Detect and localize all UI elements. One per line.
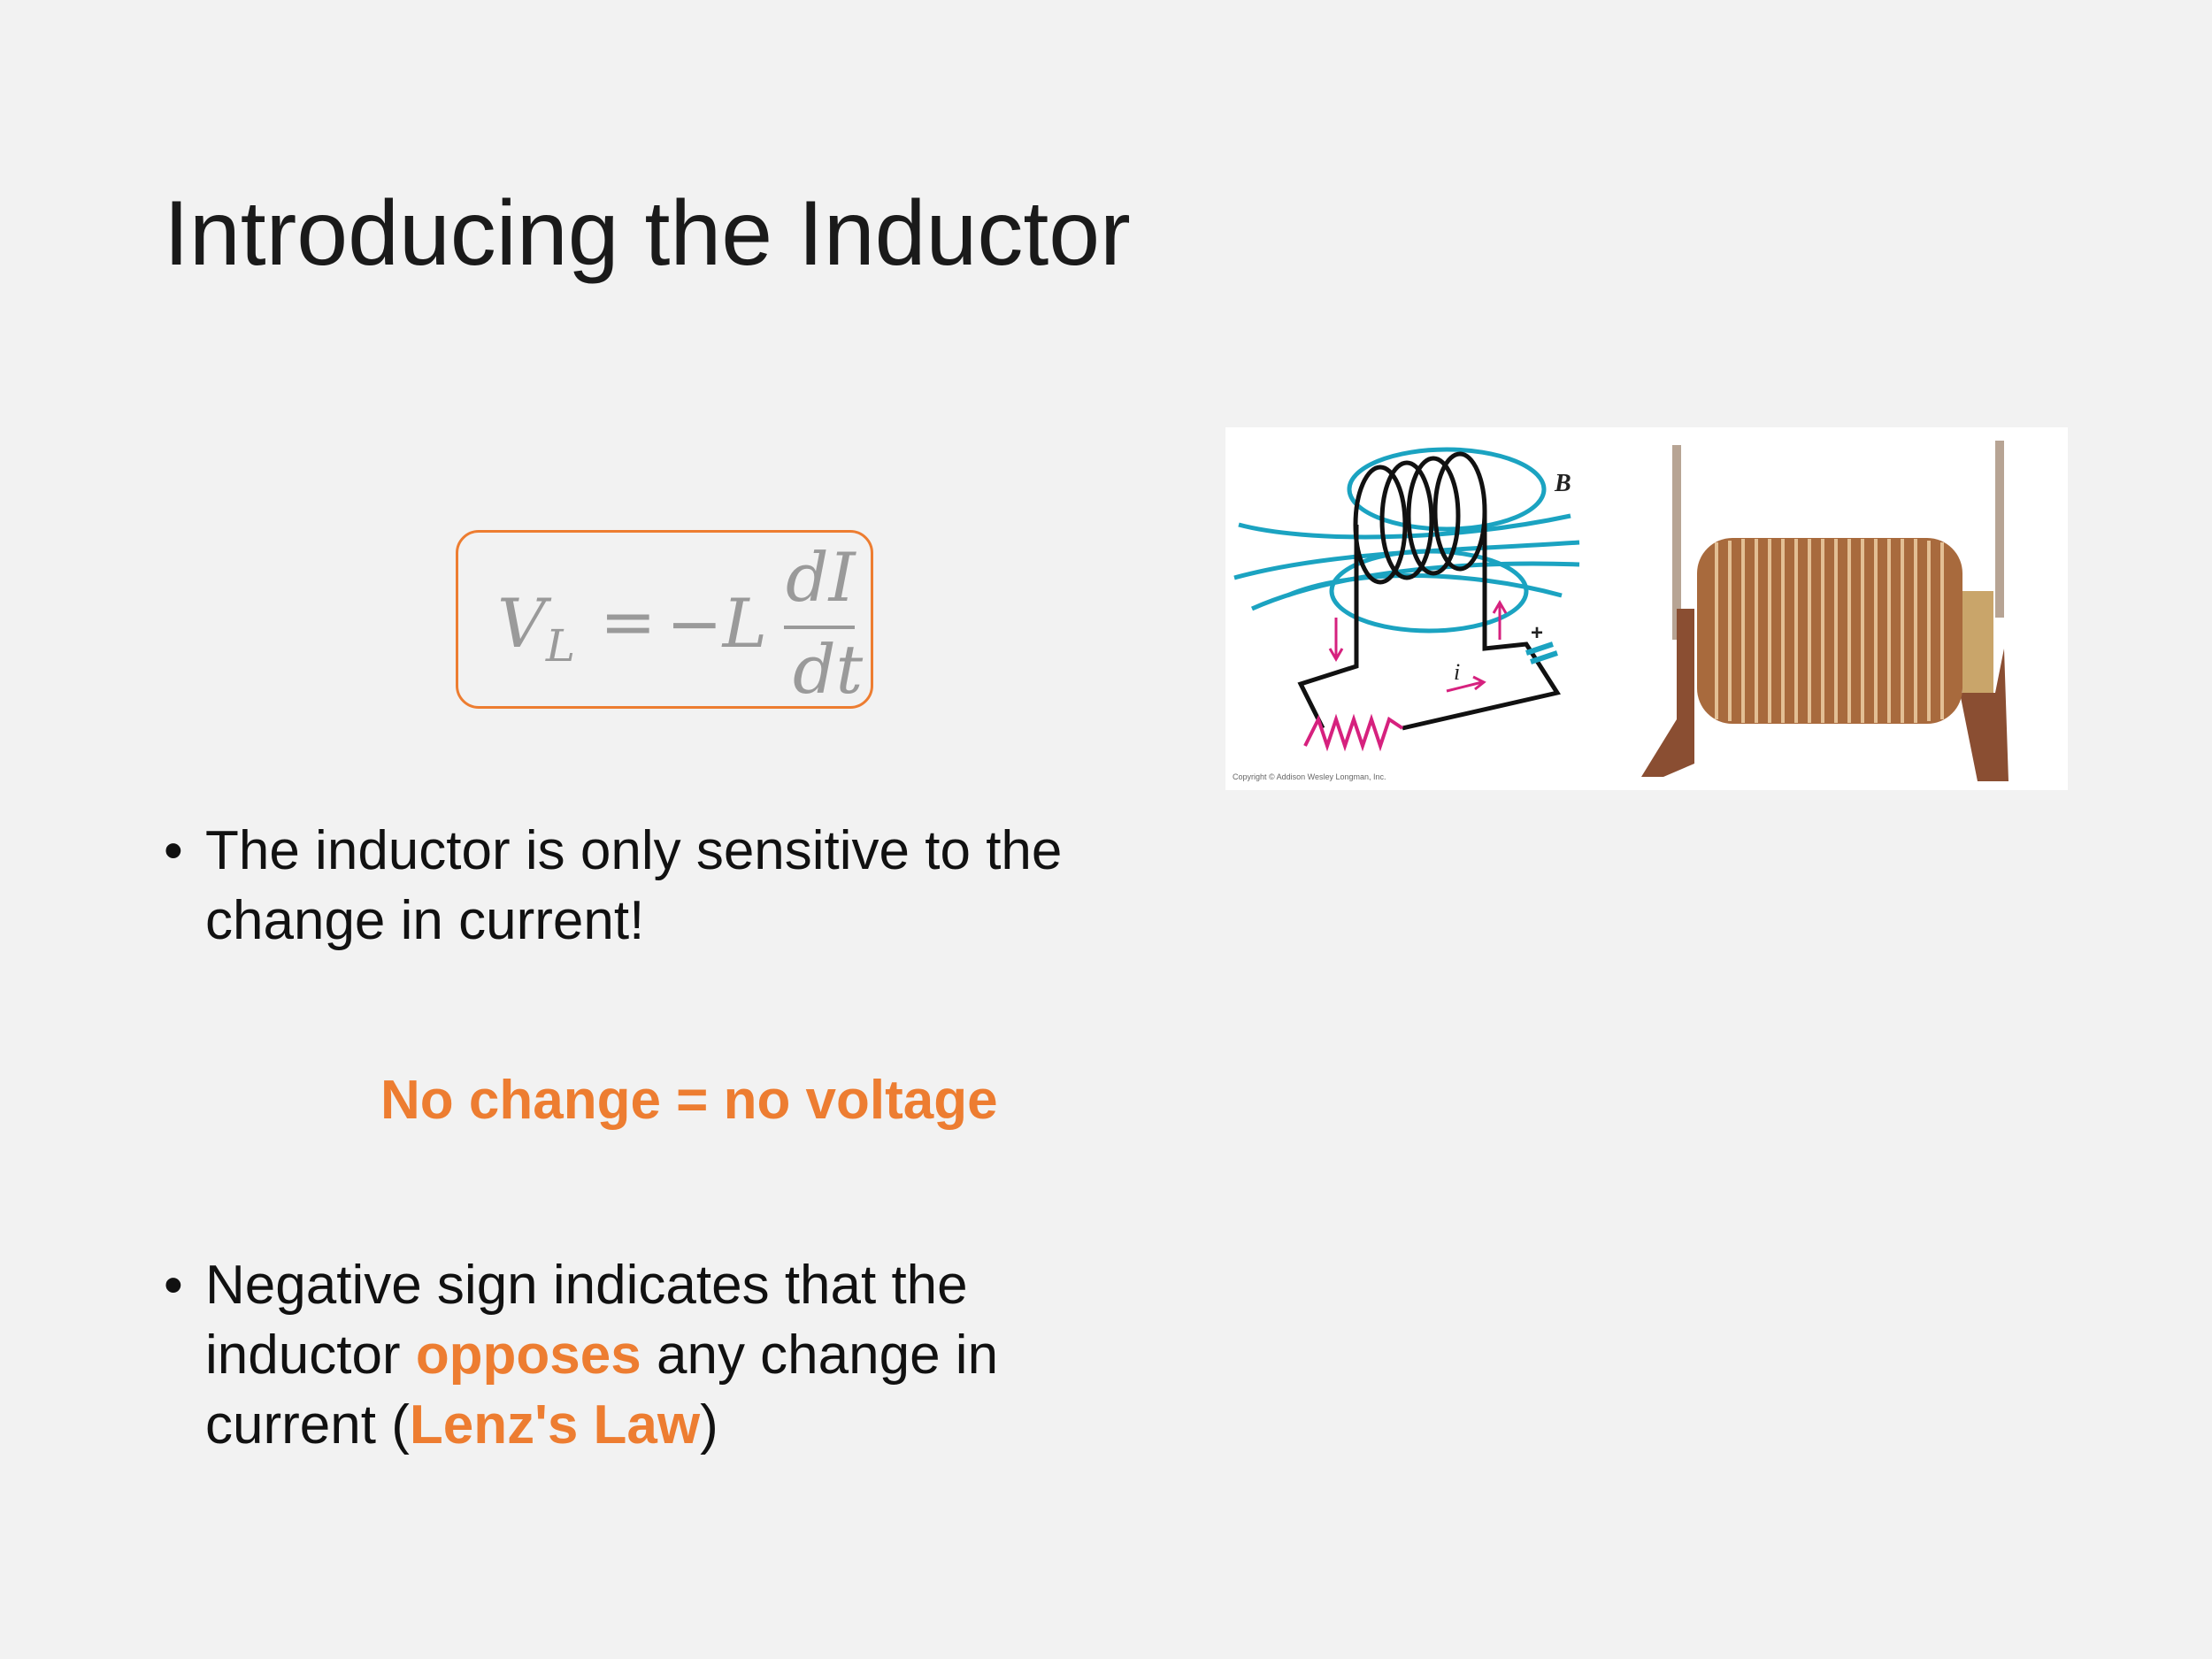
slide-title: Introducing the Inductor — [164, 182, 1131, 285]
formula-minus-l: −L — [666, 584, 768, 663]
formula-subscript: L — [545, 620, 576, 672]
inductor-coil-photo — [1641, 441, 2008, 781]
inductor-voltage-formula: VL = −L dI dt — [485, 533, 874, 710]
formula-denominator: dt — [793, 630, 864, 709]
formula-v: V — [497, 584, 546, 663]
solenoid-circuit-diagram: B i + — [1233, 441, 2008, 781]
text-part: ) — [700, 1394, 718, 1455]
bullet-text: Negative sign indicates that the inducto… — [205, 1250, 1090, 1460]
fraction-bar — [784, 626, 855, 629]
highlight-opposes: opposes — [415, 1325, 641, 1386]
formula-lhs: VL — [497, 584, 575, 672]
text-part: any change in current ( — [205, 1325, 999, 1455]
battery-plus-label: + — [1531, 621, 1543, 645]
formula-box: VL = −L dI dt — [456, 530, 873, 709]
highlight-lenz-law: Lenz's Law — [409, 1394, 701, 1455]
bullet-dot: • — [164, 1255, 183, 1316]
formula-numerator: dI — [786, 538, 856, 617]
b-field-label: B — [1554, 470, 1571, 497]
inductor-figure: B i + Copyright © Addison Wesley Longman… — [1225, 427, 2068, 790]
callout-no-change: No change = no voltage — [380, 1070, 998, 1131]
text-part: Negative sign indicates that the inducto… — [205, 1255, 968, 1386]
bullet-dot: • — [164, 820, 183, 881]
bullet-text: The inductor is only sensitive to the ch… — [205, 820, 1063, 951]
formula-equals: = — [600, 582, 657, 661]
figure-copyright: Copyright © Addison Wesley Longman, Inc. — [1233, 772, 1386, 781]
current-label: i — [1454, 659, 1460, 685]
